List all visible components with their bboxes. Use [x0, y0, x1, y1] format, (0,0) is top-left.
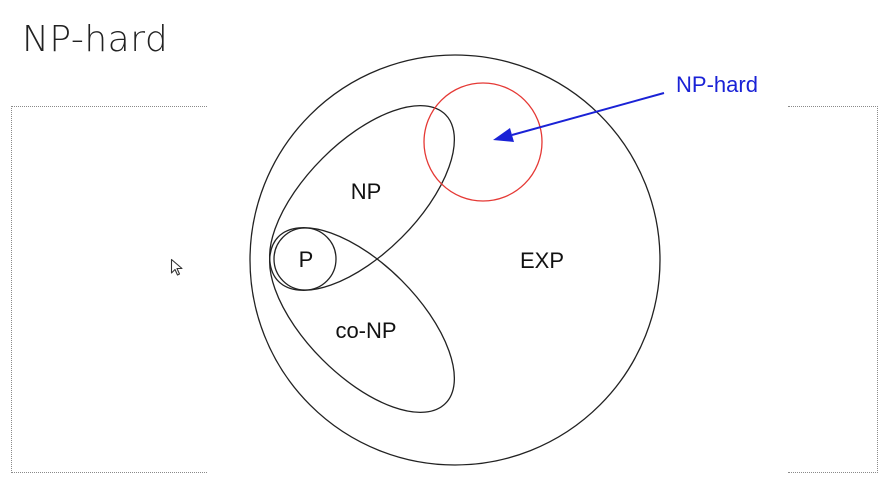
nphard-arrow-line: [511, 92, 665, 136]
content-placeholder-left[interactable]: [11, 106, 207, 473]
label-p: P: [299, 247, 314, 272]
label-np: NP: [351, 179, 382, 204]
conp-ellipse: [268, 226, 456, 414]
p-circle: [273, 227, 337, 291]
label-nphard: NP-hard: [676, 72, 758, 97]
mouse-pointer-icon: [170, 258, 183, 276]
content-placeholder-right[interactable]: [788, 106, 878, 473]
slide-title: NP-hard: [22, 19, 169, 60]
np-ellipse: [268, 104, 456, 292]
label-conp: co-NP: [335, 318, 396, 343]
nphard-circle: [423, 82, 543, 202]
exp-circle: [249, 54, 661, 466]
nphard-arrow-head: [493, 128, 514, 142]
label-exp: EXP: [520, 248, 564, 273]
